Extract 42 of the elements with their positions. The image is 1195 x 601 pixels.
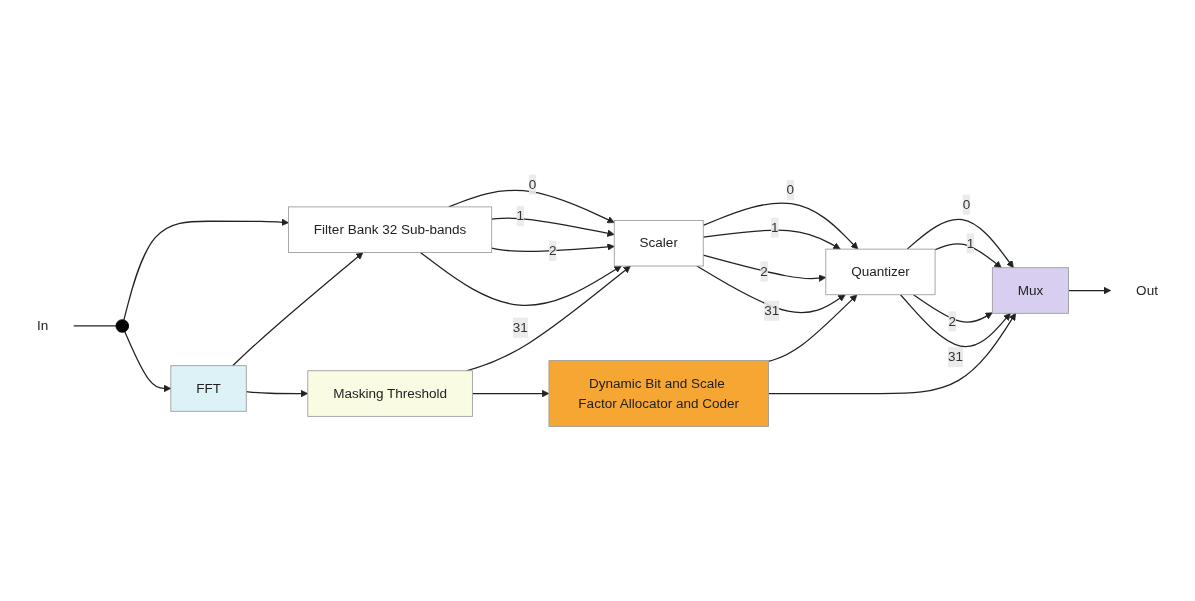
arrow <box>934 243 1002 269</box>
arrow <box>123 218 289 321</box>
arrow <box>1067 286 1112 295</box>
node-box: Mux <box>991 267 1069 314</box>
edge-label: 31 <box>512 320 528 335</box>
node-box: Scaler <box>613 220 704 267</box>
edge-label: 31 <box>947 349 964 364</box>
arrow <box>491 217 615 237</box>
node-circle <box>115 319 129 333</box>
connector <box>73 325 117 327</box>
node-text: In <box>37 318 49 333</box>
arrow <box>702 229 841 250</box>
arrow <box>232 252 364 367</box>
arrow <box>245 389 309 398</box>
edge-label: 2 <box>948 313 956 329</box>
arrow <box>906 218 1014 269</box>
arrow <box>899 294 1011 348</box>
edge-label: 1 <box>771 220 779 235</box>
edge-label: 1 <box>516 208 525 223</box>
arrow <box>702 254 827 282</box>
arrow <box>471 389 550 398</box>
edge-label: 2 <box>549 243 557 258</box>
arrow <box>696 265 846 314</box>
arrow <box>702 202 859 250</box>
arrow <box>419 251 622 306</box>
arrow <box>767 313 1016 395</box>
edge-label: 31 <box>764 303 780 318</box>
arrow <box>912 294 993 323</box>
edge-label: 0 <box>962 196 971 212</box>
node-box: Quantizer <box>825 248 936 296</box>
arrow <box>124 331 172 393</box>
arrow <box>767 294 858 363</box>
node-box: FFT <box>170 365 247 412</box>
node-text: Out <box>1136 282 1158 298</box>
arrow <box>491 243 615 253</box>
edge-label: 0 <box>786 182 795 197</box>
edge-label: 1 <box>966 235 975 251</box>
node-box: Filter Bank 32 Sub-bands <box>288 206 493 253</box>
edge-label: 0 <box>528 177 537 192</box>
node-box: Dynamic Bit and Scale Factor Allocator and Coder <box>548 360 769 427</box>
edge-label: 2 <box>760 263 768 279</box>
node-box: Masking Threshold <box>307 370 473 417</box>
